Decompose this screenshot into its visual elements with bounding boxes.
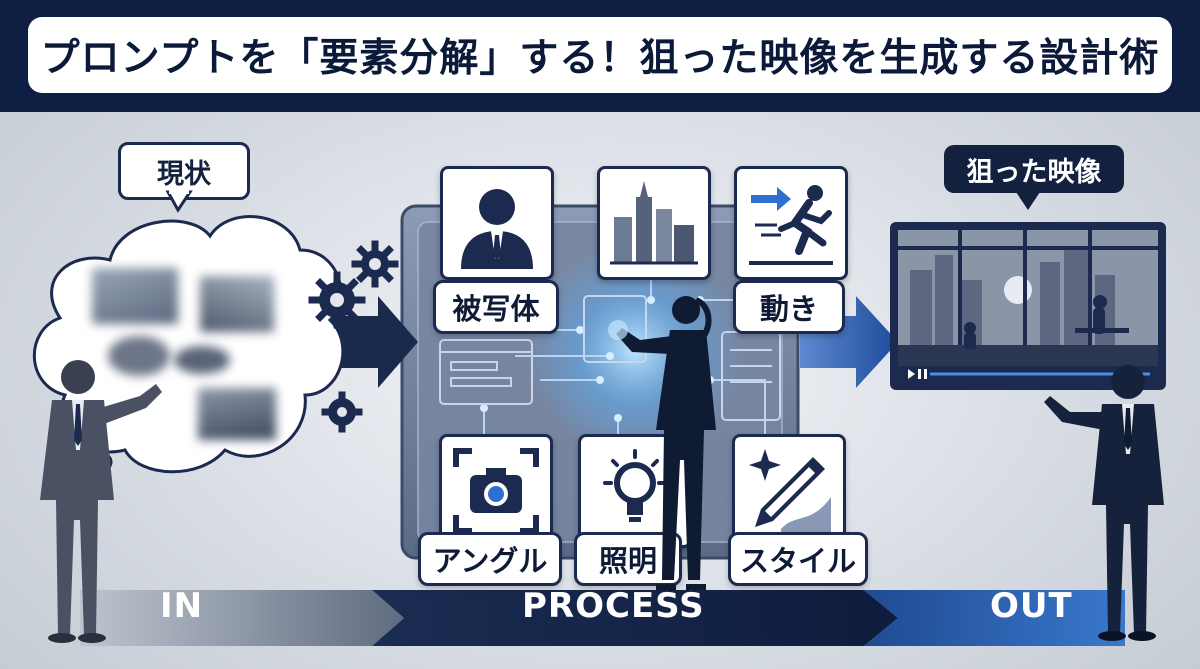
style-label: スタイル (728, 532, 868, 586)
right-businessman (1044, 365, 1164, 641)
center-woman (608, 296, 716, 590)
out-arrow (864, 590, 1125, 646)
process-arrow (372, 590, 898, 646)
left-arrow (318, 296, 418, 388)
page-title: プロンプトを「要素分解」する！狙った映像を生成する設計術 (40, 36, 1160, 81)
stage-process: PROCESS (522, 586, 705, 626)
blurred-image-landscape (92, 268, 178, 324)
pen-sparkle-icon (749, 449, 831, 533)
style-card (732, 434, 846, 548)
light-bulb-icon (603, 449, 667, 522)
blurred-image-mountain (200, 276, 274, 332)
running-person-icon (749, 185, 833, 265)
blurred-image-scene (198, 388, 276, 440)
in-arrow (80, 590, 404, 646)
current-state-label: 現状 (157, 158, 211, 190)
target-video-label: 狙った映像 (966, 156, 1102, 188)
stage-out: OUT (990, 586, 1073, 626)
subject-card (440, 166, 554, 280)
blurred-image-cloud (174, 346, 230, 374)
motion-card (734, 166, 848, 280)
angle-label: アングル (418, 532, 562, 586)
motion-label: 動き (733, 280, 845, 334)
stage-in: IN (160, 586, 204, 626)
blurred-image-smoke (108, 336, 170, 376)
left-businessman (40, 360, 162, 643)
city-buildings-icon (610, 181, 698, 265)
title-box: プロンプトを「要素分解」する！狙った映像を生成する設計術 (28, 17, 1172, 93)
subject-label: 被写体 (433, 280, 559, 334)
scene-card (597, 166, 711, 280)
camera-icon (453, 448, 539, 534)
target-video-bubble: 狙った映像 (944, 145, 1124, 193)
person-icon (461, 189, 533, 269)
